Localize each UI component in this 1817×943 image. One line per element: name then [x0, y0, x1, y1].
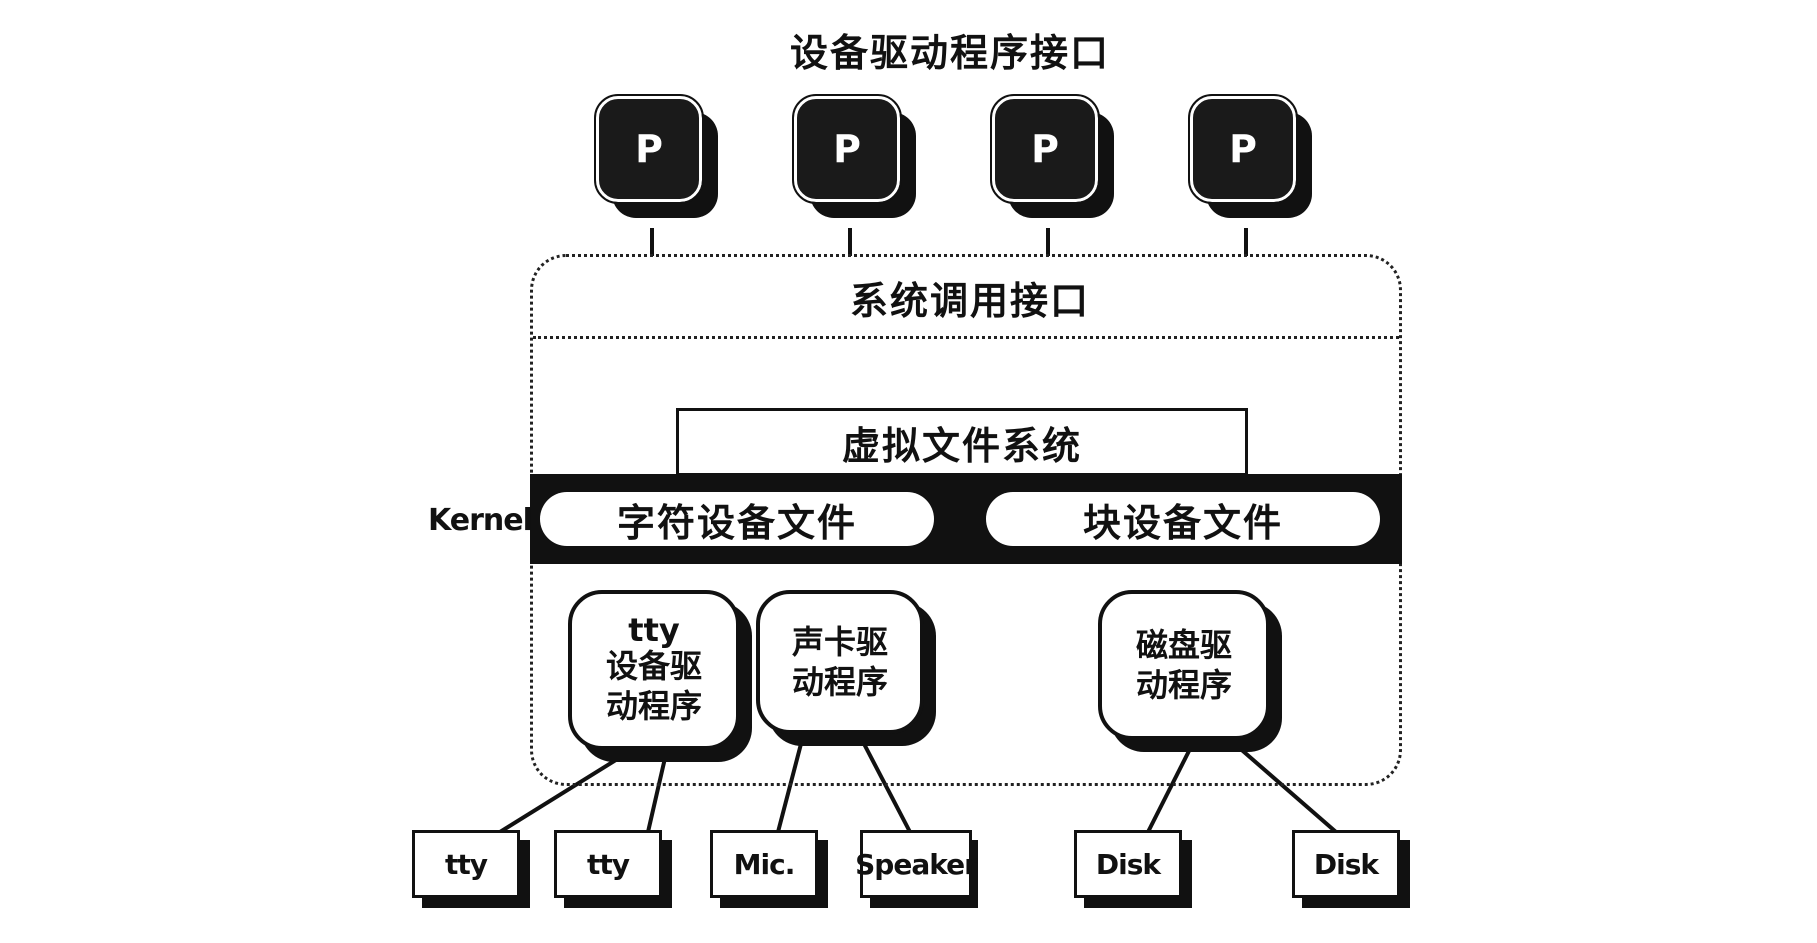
diagram-title: 设备驱动程序接口 — [789, 31, 1110, 75]
device-tty-1: tty — [412, 830, 530, 908]
device-mic: Mic. — [710, 830, 828, 908]
disk-line-1 — [1146, 744, 1194, 833]
mic-line — [776, 739, 804, 833]
sound-driver-line-2: 动程序 — [791, 663, 888, 701]
device-disk-1: Disk — [1074, 830, 1192, 908]
device-disk-2: Disk — [1292, 830, 1410, 908]
disk-line-2 — [1234, 743, 1338, 834]
tty-driver-line-3: 动程序 — [605, 687, 702, 725]
sound-card-driver: 声卡驱 动程序 — [756, 590, 936, 746]
process-box: P — [594, 94, 718, 218]
syscall-divider — [533, 336, 1399, 339]
sound-driver-line-1: 声卡驱 — [791, 623, 888, 661]
block-device-files-label: 块设备文件 — [1082, 500, 1283, 545]
process-box: P — [792, 94, 916, 218]
disk-driver: 磁盘驱 动程序 — [1098, 590, 1282, 752]
char-device-files-label: 字符设备文件 — [616, 500, 857, 545]
process-box: P — [1188, 94, 1312, 218]
block-device-files: 块设备文件 — [986, 492, 1380, 546]
device-speaker: Speaker — [855, 830, 978, 908]
speaker-line — [860, 739, 912, 833]
char-device-files: 字符设备文件 — [540, 492, 934, 546]
vfs-box: 虚拟文件系统 — [676, 408, 1248, 476]
vfs-label: 虚拟文件系统 — [841, 423, 1082, 468]
disk-driver-line-2: 动程序 — [1135, 666, 1232, 704]
disk-driver-line-1: 磁盘驱 — [1135, 626, 1232, 664]
device-tty-2: tty — [554, 830, 672, 908]
tty-driver: tty 设备驱 动程序 — [568, 590, 752, 762]
syscall-interface-label: 系统调用接口 — [849, 279, 1090, 323]
tty-driver-line-1: tty — [628, 611, 680, 649]
kernel-label: Kernel — [428, 503, 533, 538]
process-box: P — [990, 94, 1114, 218]
tty-driver-line-2: 设备驱 — [605, 647, 702, 685]
